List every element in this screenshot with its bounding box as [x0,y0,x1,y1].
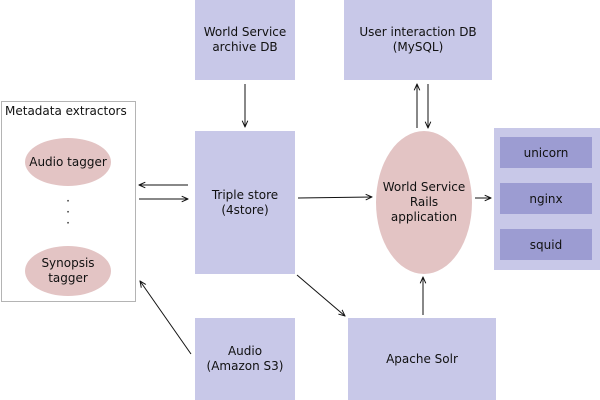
triple-store: Triple store (4store) [195,131,295,274]
arrow-audio-to-extractors [140,281,192,355]
world-service-archive-db: World Service archive DB [195,0,295,80]
server-nginx: nginx [500,183,592,214]
synopsis-tagger-node: Synopsis tagger [25,246,111,296]
rails-application-node: World Service Rails application [376,131,472,274]
user-interaction-db: User interaction DB (MySQL) [344,0,492,80]
web-server-group: unicorn nginx squid [494,128,600,270]
audio-tagger-node: Audio tagger [25,138,111,186]
server-unicorn: unicorn [500,137,592,168]
arrow-triple-store-to-solr [296,274,345,316]
audio-amazon-s3: Audio (Amazon S3) [195,318,295,400]
ellipsis-dots: · · · [66,194,70,230]
metadata-extractors-title: Metadata extractors [5,104,127,118]
arrow-triple-store-to-rails [297,197,372,198]
apache-solr: Apache Solr [348,318,496,400]
server-squid: squid [500,229,592,260]
